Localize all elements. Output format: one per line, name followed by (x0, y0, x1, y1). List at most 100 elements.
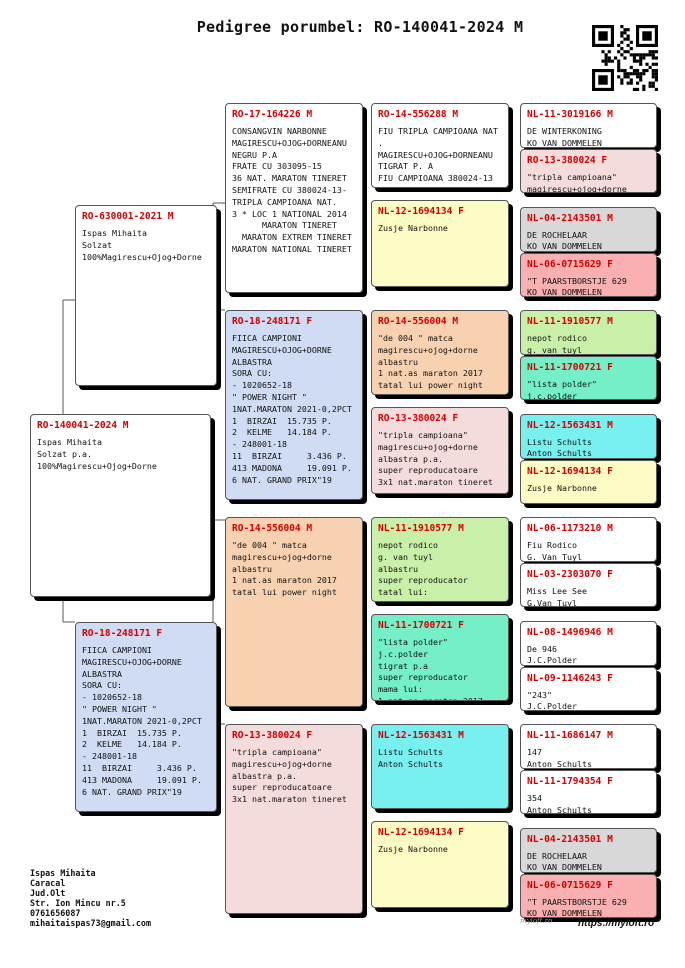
pigeon-ring-id: NL-12-1694134 F (378, 206, 464, 217)
g3-card-3[interactable]: RO-13-380024 F "tripla campioana" magires… (371, 407, 509, 494)
sire-dam-card[interactable]: RO-18-248171 F FIICA CAMPIONI MAGIRESCU+O… (225, 310, 363, 500)
g4-card-14[interactable]: NL-04-2143501 M DE ROCHELAAR KO VAN DOMME… (520, 827, 657, 873)
pigeon-details: Listu Schults Anton Schults (378, 747, 443, 769)
website-link[interactable]: https://myloft.ro (578, 918, 655, 929)
pigeon-ring-id: NL-11-1910577 M (378, 523, 464, 534)
pigeon-details: "lista polder" j.c.polder tigrat p.a sup… (378, 637, 483, 701)
pigeon-details: Zusje Narbonne (378, 223, 448, 233)
pigeon-ring-id: NL-11-3019166 M (527, 109, 613, 120)
pigeon-details: Zusje Narbonne (378, 844, 448, 854)
g4-card-2[interactable]: NL-04-2143501 M DE ROCHELAAR KO VAN DOMME… (520, 206, 657, 252)
pigeon-details: FIICA CAMPIONI MAGIRESCU+OJOG+DORNE ALBA… (232, 333, 352, 485)
dam-card[interactable]: RO-18-248171 F FIICA CAMPIONI MAGIRESCU+O… (75, 622, 217, 812)
pigeon-ring-id: NL-11-1700721 F (378, 620, 464, 631)
pigeon-details: FIICA CAMPIONI MAGIRESCU+OJOG+DORNE ALBA… (82, 645, 202, 797)
pigeon-ring-id: NL-12-1563431 M (378, 730, 464, 741)
g4-card-11[interactable]: NL-09-1146243 F "243" J.C.Polder (520, 666, 657, 711)
pigeon-details: Ispas Mihaita Solzat p.a. 100%Magirescu+… (37, 437, 157, 471)
pigeon-ring-id: NL-04-2143501 M (527, 212, 613, 224)
pigeon-ring-id: NL-11-1700721 F (527, 362, 613, 373)
pigeon-ring-id: NL-11-1910577 M (527, 316, 613, 327)
pigeon-ring-id: NL-12-1694134 F (378, 827, 464, 838)
owner-address: Ispas Mihaita Caracal Jud.Olt Str. Ion M… (30, 868, 152, 928)
pigeon-details: "T PAARSTBORSTJE 629 KO VAN DOMMELEN (527, 275, 627, 297)
owner-phone: 0761656087 (30, 907, 81, 918)
owner-county: Jud.Olt (30, 887, 66, 898)
g3-card-2[interactable]: RO-14-556004 M "de 004 " matca magirescu+… (371, 310, 509, 395)
g3-card-7[interactable]: NL-12-1694134 F Zusje Narbonne (371, 821, 509, 908)
g4-card-1[interactable]: RO-13-380024 F "tripla campioana" magires… (520, 149, 657, 193)
dam-sire-card[interactable]: RO-14-556004 M "de 004 " matca magirescu+… (225, 517, 363, 707)
pigeon-ring-id: RO-18-248171 F (232, 316, 313, 327)
subject-card[interactable]: RO-140041-2024 M Ispas Mihaita Solzat p.a… (30, 414, 211, 597)
g3-card-6[interactable]: NL-12-1563431 M Listu Schults Anton Schul… (371, 724, 509, 809)
pigeon-details: "de 004 " matca magirescu+ojog+dorne alb… (232, 540, 337, 598)
pigeon-details: 354 Anton Schults (527, 793, 592, 814)
pigeon-details: "tripla campioana" magirescu+ojog+dorne … (378, 430, 493, 488)
pigeon-details: "243" J.C.Polder (527, 689, 577, 711)
pigeon-details: Listu Schults Anton Schults (527, 436, 592, 459)
owner-street: Str. Ion Mincu nr.5 (30, 897, 126, 908)
pigeon-ring-id: RO-14-556004 M (232, 523, 313, 534)
g4-card-5[interactable]: NL-11-1700721 F "lista polder" j.c.polder (520, 356, 657, 400)
pigeon-details: De 946 J.C.Polder (527, 643, 577, 666)
g4-card-3[interactable]: NL-06-0715629 F"T PAARSTBORSTJE 629 KO V… (520, 252, 657, 297)
owner-name: Ispas Mihaita (30, 868, 96, 878)
pigeon-details: "lista polder" j.c.polder (527, 379, 597, 400)
pigeon-details: "tripla campioana" magirescu+ojog+dorne … (232, 747, 347, 805)
pigeon-ring-id: RO-18-248171 F (82, 628, 163, 639)
page-title: Pedigree porumbel: RO-140041-2024 M (196, 18, 524, 36)
g4-card-4[interactable]: NL-11-1910577 M nepot rodico g. van tuyl (520, 310, 657, 355)
pigeon-details: 147 Anton Schults (527, 747, 592, 769)
g3-card-5[interactable]: NL-11-1700721 F "lista polder" j.c.polder… (371, 614, 509, 701)
g4-card-13[interactable]: NL-11-1794354 F 354 Anton Schults (520, 770, 657, 814)
pigeon-details: DE ROCHELAAR KO VAN DOMMELEN (527, 229, 602, 252)
pigeon-details: nepot rodico g. van tuyl (527, 333, 587, 355)
pigeon-ring-id: NL-11-1686147 M (527, 730, 613, 741)
pigeon-ring-id: RO-13-380024 F (527, 155, 608, 166)
pigeon-ring-id: NL-09-1146243 F (527, 672, 613, 684)
g4-card-9[interactable]: NL-03-2303070 F Miss Lee See G.Van Tuyl (520, 563, 657, 607)
g4-card-6[interactable]: NL-12-1563431 M Listu Schults Anton Schul… (520, 413, 657, 459)
g4-card-8[interactable]: NL-06-1173210 M Fiu Rodico G. Van Tuyl (520, 517, 657, 562)
g4-card-0[interactable]: NL-11-3019166 M DE WINTERKONING KO VAN DO… (520, 103, 657, 148)
pigeon-details: Zusje Narbonne (527, 482, 597, 493)
qr-code (592, 25, 658, 91)
signature-logo: myloft.ro (520, 917, 553, 925)
owner-email[interactable]: mihaitaispas73@gmail.com (30, 917, 152, 928)
pigeon-details: "de 004 " matca magirescu+ojog+dorne alb… (378, 333, 483, 391)
g4-card-7[interactable]: NL-12-1694134 F Zusje Narbonne (520, 459, 657, 504)
dam-dam-card[interactable]: RO-13-380024 F"tripla campioana" magires… (225, 724, 363, 914)
owner-city: Caracal (30, 877, 66, 888)
pigeon-ring-id: NL-04-2143501 M (527, 833, 613, 845)
pigeon-ring-id: RO-13-380024 F (378, 413, 459, 424)
pigeon-details: "tripla campioana" magirescu+ojog+dorne (527, 172, 627, 193)
pigeon-details: Ispas Mihaita Solzat 100%Magirescu+Ojog+… (82, 228, 202, 262)
pigeon-details: DE ROCHELAAR KO VAN DOMMELEN (527, 850, 602, 873)
g3-card-1[interactable]: NL-12-1694134 F Zusje Narbonne (371, 200, 509, 287)
pigeon-details: DE WINTERKONING KO VAN DOMMELEN (527, 126, 602, 148)
g3-card-4[interactable]: NL-11-1910577 M nepot rodico g. van tuyl … (371, 517, 509, 602)
g4-card-15[interactable]: NL-06-0715629 F "T PAARSTBORSTJE 629 KO V… (520, 873, 657, 918)
pigeon-details: Miss Lee See G.Van Tuyl (527, 586, 587, 607)
pigeon-ring-id: RO-17-164226 M (232, 109, 313, 120)
pigeon-ring-id: RO-14-556288 M (378, 109, 459, 120)
pigeon-ring-id: RO-630001-2021 M (82, 211, 174, 222)
pigeon-ring-id: NL-06-1173210 M (527, 523, 613, 534)
pigeon-details: nepot rodico g. van tuyl albastru super … (378, 540, 483, 601)
pigeon-ring-id: NL-12-1563431 M (527, 419, 613, 431)
pigeon-ring-id: RO-140041-2024 M (37, 420, 129, 431)
pigeon-details: "T PAARSTBORSTJE 629 KO VAN DOMMELEN (527, 896, 627, 918)
pigeon-ring-id: NL-11-1794354 F (527, 776, 613, 787)
pigeon-details: Fiu Rodico G. Van Tuyl (527, 540, 582, 562)
pigeon-ring-id: NL-12-1694134 F (527, 465, 613, 477)
pigeon-ring-id: NL-06-0715629 F (527, 879, 613, 891)
pigeon-ring-id: NL-03-2303070 F (527, 569, 613, 580)
sire-card[interactable]: RO-630001-2021 M Ispas Mihaita Solzat 100… (75, 205, 217, 386)
pigeon-ring-id: RO-14-556004 M (378, 316, 459, 327)
g4-card-12[interactable]: NL-11-1686147 M 147 Anton Schults (520, 724, 657, 769)
